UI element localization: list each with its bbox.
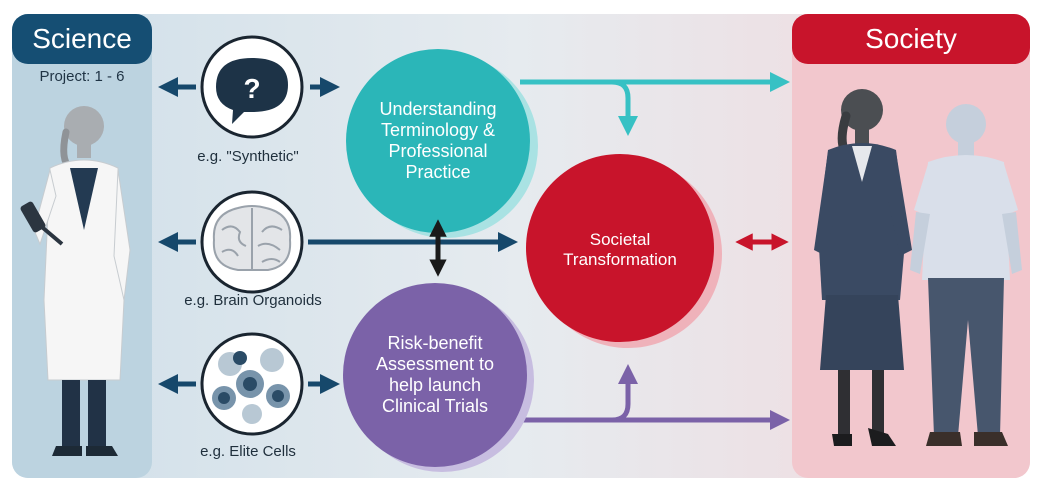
societal-circle [526, 154, 714, 342]
svg-text:?: ? [243, 73, 260, 104]
scientist-figure [20, 106, 131, 456]
science-header: Science [12, 14, 152, 64]
project-label: Project: 1 - 6 [39, 68, 125, 85]
cells-icon [200, 332, 304, 436]
understanding-circle [346, 49, 530, 233]
arrow-teal-to-societal [611, 79, 638, 136]
societal-text: Societal Transformation [563, 230, 677, 269]
example-caption-brain-organoids: e.g. Brain Organoids [184, 292, 322, 309]
society-header: Society [792, 14, 1030, 64]
societal-circle-label: Societal Transformation [520, 160, 720, 340]
question-speech-bubble-icon: ? [200, 35, 304, 139]
understanding-circle-label: Understanding Terminology & Professional… [345, 48, 531, 234]
brain-icon [200, 190, 304, 294]
understanding-text: Understanding Terminology & Professional… [379, 98, 497, 183]
example-caption-synthetic: e.g. "Synthetic" [197, 148, 299, 165]
risk-circle-label: Risk-benefit Assessment to help launch C… [342, 282, 528, 468]
businesswoman-figure [814, 89, 912, 446]
risk-text: Risk-benefit Assessment to help launch C… [375, 332, 495, 417]
example-caption-elite-cells: e.g. Elite Cells [200, 443, 296, 460]
risk-circle [343, 283, 527, 467]
arrow-purple-to-societal [611, 364, 638, 423]
casual-man-figure [910, 104, 1022, 446]
